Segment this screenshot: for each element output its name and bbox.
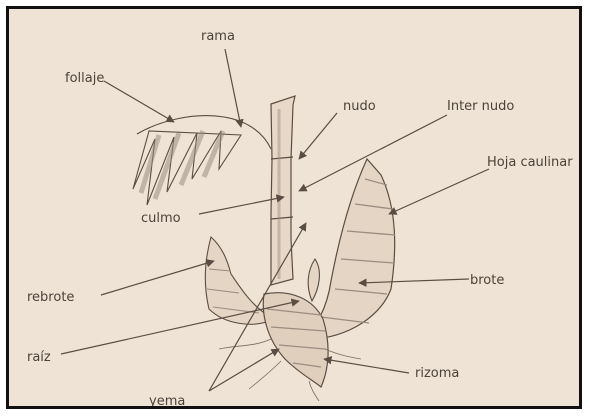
label-rebrote: rebrote (27, 290, 74, 305)
bamboo-illustration: rama follaje nudo Inter nudo Hoja caulin… (9, 9, 579, 406)
label-brote: brote (470, 273, 504, 288)
label-culmo: culmo (141, 211, 181, 226)
foliage-drawing (133, 116, 271, 205)
label-follaje: follaje (65, 71, 104, 86)
label-yema: yema (149, 394, 185, 406)
label-nudo: nudo (343, 99, 376, 114)
diagram-frame: rama follaje nudo Inter nudo Hoja caulin… (6, 6, 582, 409)
label-hoja-caulinar: Hoja caulinar (487, 155, 573, 170)
label-rizoma: rizoma (415, 366, 459, 381)
culm-drawing (271, 96, 295, 285)
label-raiz: raíz (27, 350, 51, 365)
brote-drawing (308, 259, 319, 301)
label-internudo: Inter nudo (447, 99, 514, 114)
label-rama: rama (201, 29, 235, 44)
